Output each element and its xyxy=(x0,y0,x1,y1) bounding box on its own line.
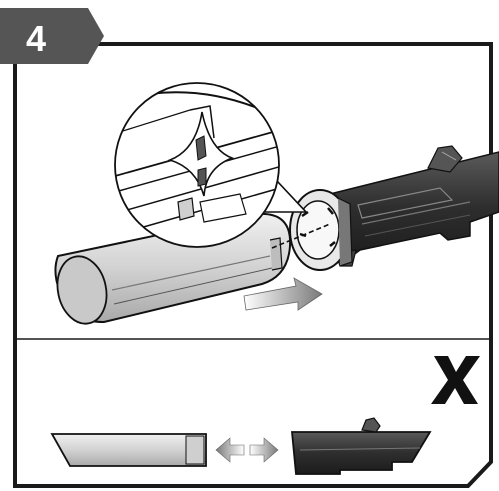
x-mark-icon xyxy=(431,356,480,404)
push-arrow-icon xyxy=(243,277,323,311)
cartridge-side-left xyxy=(50,433,207,467)
toner-cartridge-new xyxy=(54,212,292,325)
alignment-guide xyxy=(271,223,331,249)
step-number: 4 xyxy=(26,18,46,59)
cartridge-socket xyxy=(289,189,353,271)
cartridge-side-right xyxy=(291,417,432,475)
double-arrow-icon xyxy=(215,437,279,463)
step-badge: 4 xyxy=(0,8,104,64)
zoom-callout-icon xyxy=(114,82,308,248)
